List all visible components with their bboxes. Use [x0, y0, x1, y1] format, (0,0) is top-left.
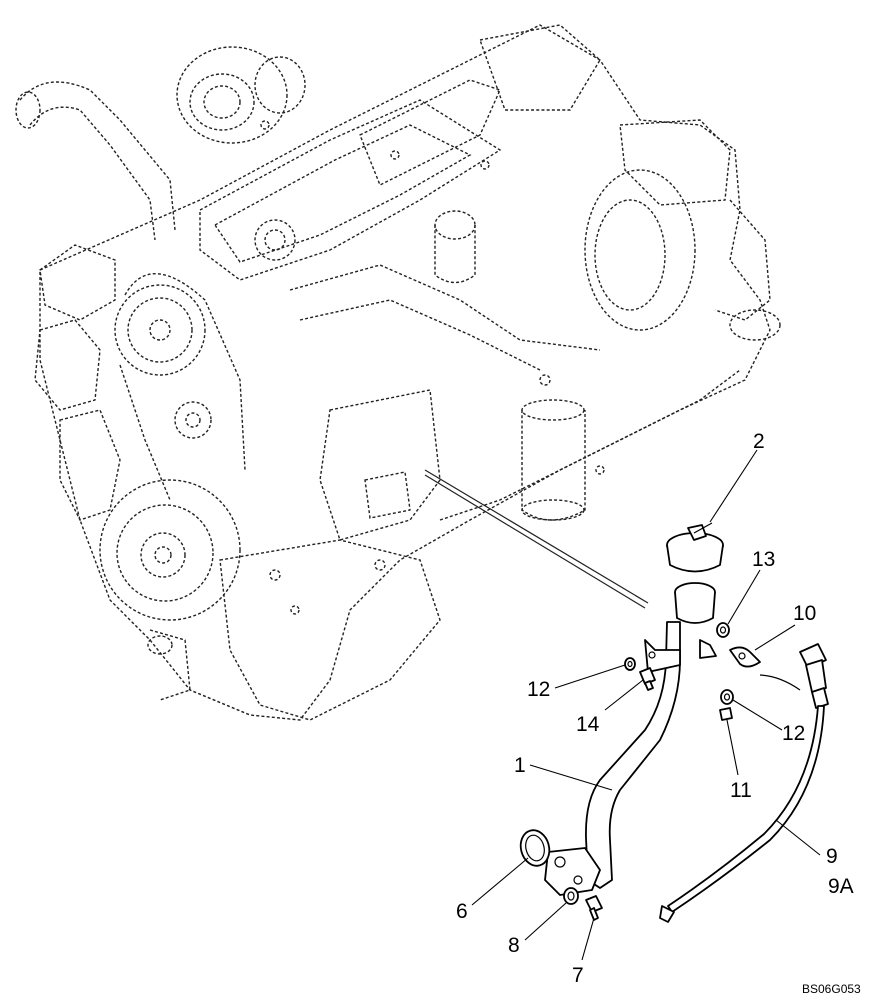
leader-12-right: [732, 699, 783, 731]
callout-14: 14: [576, 713, 600, 736]
callout-10: 10: [793, 602, 816, 625]
part-12-washer-right: [720, 689, 734, 705]
leader-lines: [471, 449, 821, 961]
leader-1: [529, 764, 613, 791]
callout-12-left: 12: [527, 678, 550, 701]
part-11-bolt: [719, 707, 733, 721]
callout-9: 9: [826, 845, 838, 868]
drawing-code: BS06G053: [802, 982, 861, 996]
part-1-dipstick-tube: [544, 582, 717, 896]
leader-8: [524, 902, 567, 941]
leader-6: [471, 857, 529, 906]
callout-11: 11: [730, 779, 752, 802]
callout-labels: 2 13 10 12 14 12 1 11 9 9A 6 8 7: [456, 430, 854, 987]
part-9-dipstick: [659, 643, 829, 923]
part-12-washer-left: [624, 657, 636, 671]
part-7-bolt: [585, 895, 603, 921]
callout-13: 13: [752, 548, 775, 571]
callout-2: 2: [753, 430, 765, 453]
part-13-nut: [716, 622, 730, 638]
part-2-dipstick-cap: [666, 522, 724, 573]
engine-illustration: [15, 24, 781, 721]
part-6-o-ring: [519, 829, 551, 867]
leader-7: [581, 917, 595, 961]
callout-9a: 9A: [828, 875, 854, 898]
leader-10: [754, 624, 796, 651]
leader-2: [709, 449, 758, 523]
part-8-washer: [563, 887, 579, 905]
part-10-clip: [729, 646, 761, 668]
leader-14: [604, 679, 644, 711]
callout-7: 7: [572, 964, 584, 987]
leader-11: [726, 719, 739, 776]
leader-12-left: [554, 664, 626, 689]
leader-9: [775, 819, 821, 856]
callout-8: 8: [508, 934, 520, 957]
callout-6: 6: [456, 900, 468, 923]
callout-12-right: 12: [782, 722, 805, 745]
leader-13: [727, 569, 761, 625]
callout-1: 1: [514, 754, 526, 777]
part-14-bolt: [639, 667, 656, 691]
